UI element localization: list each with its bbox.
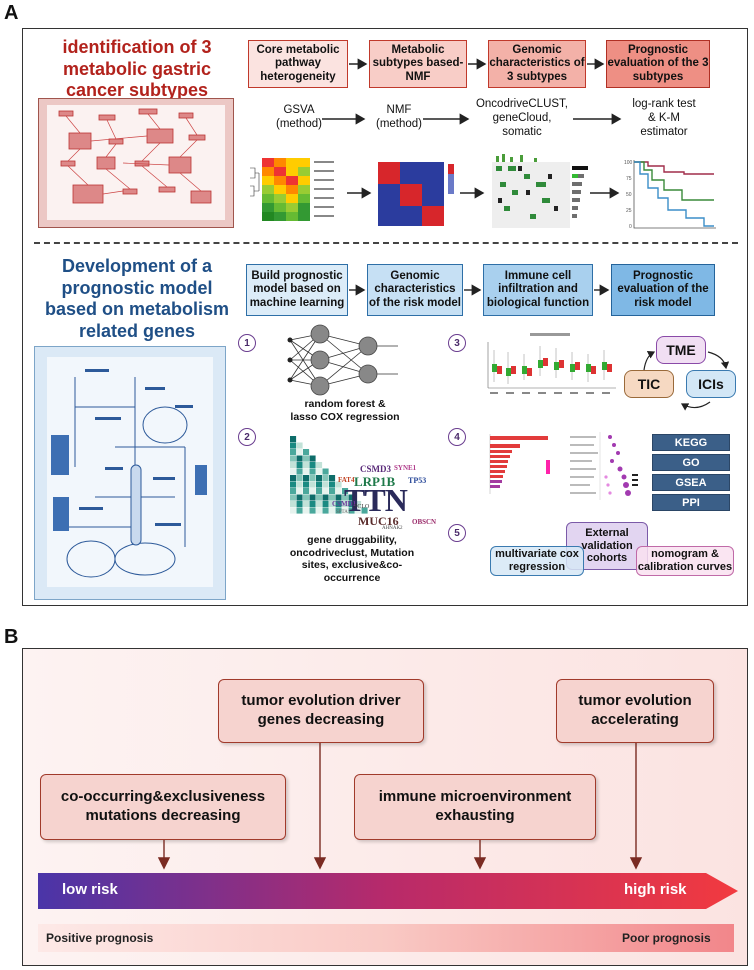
step-prognostic-evaluation-risk-model: Prognostic evaluation of the risk model <box>611 264 715 316</box>
method-gsva: GSVA (method) <box>275 104 323 130</box>
word-ahnak2: AHNAK2 <box>382 526 403 531</box>
event-connectors <box>157 743 643 870</box>
mutation-word-cloud: TTN MUC16 LRP1B CSMD3 SYNE1 FAT4 TP53 CS… <box>332 464 448 531</box>
method-oncodriveclust: OncodriveCLUST, geneCloud, somatic <box>475 98 569 138</box>
nomogram-box: nomogram & calibration curves <box>636 546 734 576</box>
step-number-4: 4 <box>448 428 466 446</box>
word-tp53: TP53 <box>408 476 427 485</box>
km-curve-thumbnail: 100 75 50 25 0 <box>624 160 716 230</box>
svg-text:25: 25 <box>626 208 632 214</box>
step-number-3: 3 <box>448 334 466 352</box>
high-risk-label: high risk <box>624 881 687 898</box>
event-co-occurring-mutations-decreasing: co-occurring&exclusiveness mutations dec… <box>40 774 286 840</box>
step-number-2: 2 <box>238 428 256 446</box>
method-nmf: NMF (method) <box>375 104 423 130</box>
tag-gsea: GSEA <box>652 474 730 491</box>
step-immune-cell-infiltration: Immune cell infiltration and biological … <box>483 264 593 316</box>
step-core-metabolic-heterogeneity: Core metabolic pathway heterogeneity <box>248 40 348 88</box>
svg-text:100: 100 <box>624 160 633 166</box>
tag-kegg: KEGG <box>652 434 730 451</box>
svg-text:75: 75 <box>626 176 632 182</box>
correlation-heatmap-thumbnail <box>290 436 368 514</box>
step-build-prognostic-model: Build prognostic model based on machine … <box>246 264 348 316</box>
word-lrp1b: LRP1B <box>354 474 396 489</box>
event-tumor-evolution-accelerating: tumor evolution accelerating <box>556 679 714 743</box>
word-obscn: OBSCN <box>412 518 437 526</box>
step-metabolic-subtypes-nmf: Metabolic subtypes based-NMF <box>369 40 467 88</box>
immune-cycle-arrows <box>643 350 730 411</box>
word-ttn: TTN <box>344 482 408 518</box>
word-muc16: MUC16 <box>358 514 399 528</box>
svg-text:50: 50 <box>626 192 632 198</box>
method-log-rank: log-rank test & K-M estimator <box>632 98 696 138</box>
icis-node: ICIs <box>686 370 736 398</box>
tag-go: GO <box>652 454 730 471</box>
event-immune-microenvironment-exhausting: immune microenvironment exhausting <box>354 774 596 840</box>
word-syne1: SYNE1 <box>394 464 417 472</box>
panel-a-letter: A <box>4 2 19 24</box>
step-prognostic-evaluation-subtypes: Prognostic evaluation of the 3 subtypes <box>606 40 710 88</box>
section-divider <box>34 242 738 244</box>
word-fat4: FAT4 <box>338 476 355 484</box>
risk-gradient-arrow <box>38 873 738 909</box>
low-risk-label: low risk <box>62 881 118 898</box>
word-spta1: SPTA1 <box>336 510 351 515</box>
gsva-heatmap-thumbnail <box>250 158 334 221</box>
word-csmd1: CSMD1 <box>332 500 357 508</box>
tic-node: TIC <box>624 370 674 398</box>
step-genomic-characteristics-subtypes: Genomic characteristics of 3 subtypes <box>488 40 586 88</box>
step-number-1: 1 <box>238 334 256 352</box>
immune-boxplot-thumbnail <box>487 333 616 394</box>
nmf-consensus-matrix-thumbnail <box>378 162 454 226</box>
prognosis-band <box>38 924 734 952</box>
event-driver-genes-decreasing: tumor evolution driver genes decreasing <box>218 679 424 743</box>
tag-ppi: PPI <box>652 494 730 511</box>
step-number-5: 5 <box>448 524 466 542</box>
poor-prognosis-label: Poor prognosis <box>622 931 711 945</box>
neural-network-icon <box>287 324 398 396</box>
step-genomic-characteristics-risk-model: Genomic characteristics of the risk mode… <box>367 264 463 316</box>
svg-text:0: 0 <box>629 224 632 230</box>
section2-title: Development of a prognostic model based … <box>44 256 230 341</box>
metabolism-pathway-diagram-thumbnail <box>34 346 226 600</box>
word-csmd3: CSMD3 <box>360 464 391 474</box>
section2-step-arrows <box>349 284 610 296</box>
oncoplot-thumbnail <box>492 154 588 228</box>
tme-node: TME <box>656 336 706 364</box>
section1-title: identification of 3 metabolic gastric ca… <box>62 37 212 101</box>
word-pclo: PCLO <box>354 504 370 510</box>
multivariate-cox-box: multivariate cox regression <box>490 546 584 576</box>
caption-random-forest: random forest & lasso COX regression <box>290 398 400 423</box>
enrichment-dotplot-thumbnail <box>570 432 638 500</box>
caption-gene-druggability: gene druggability, oncodriveclust, Mutat… <box>289 534 415 584</box>
positive-prognosis-label: Positive prognosis <box>46 931 154 945</box>
section1-step-arrows <box>322 58 622 199</box>
enrichment-bar-thumbnail <box>489 434 550 494</box>
panel-b-letter: B <box>4 626 19 648</box>
metabolic-pathway-map-thumbnail <box>38 98 234 228</box>
